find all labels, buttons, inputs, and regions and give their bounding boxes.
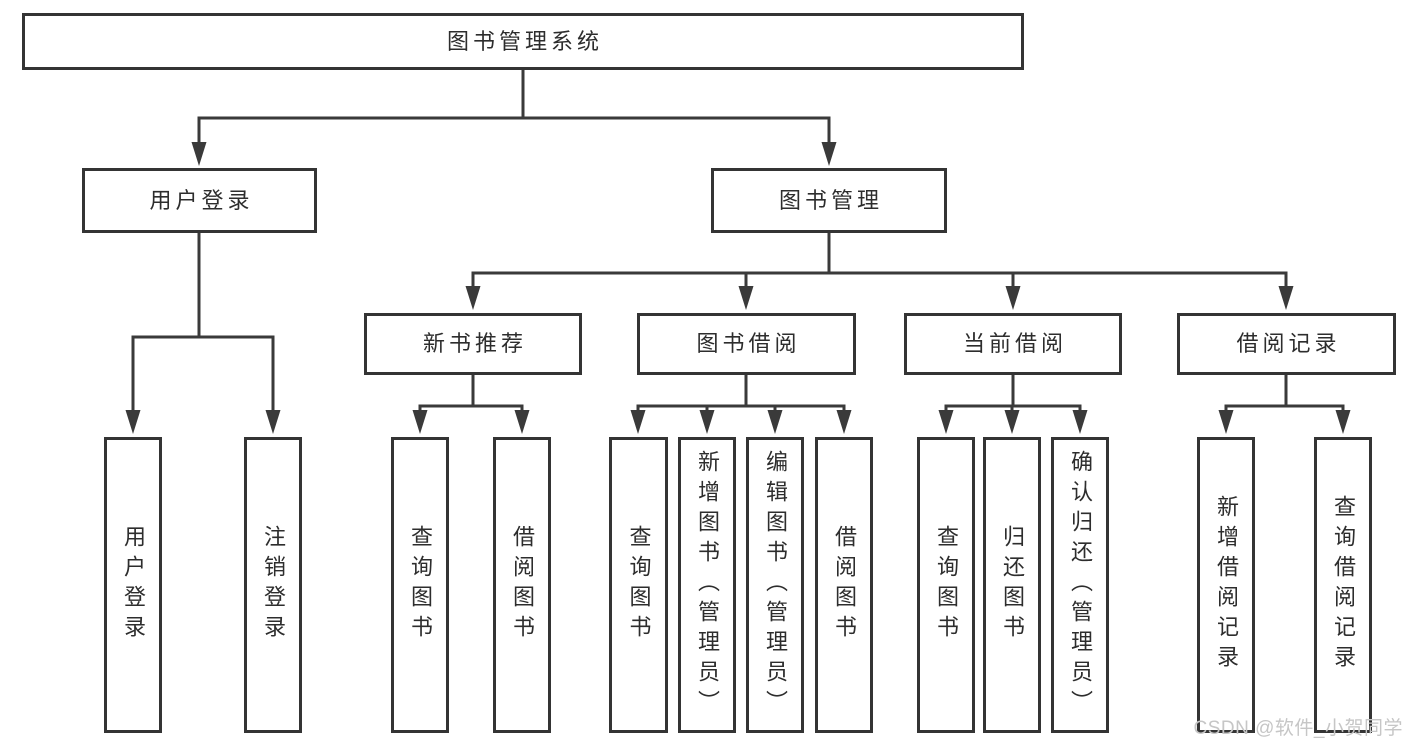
leaf-add-borrow-record-label: 新增借阅记录 [1214, 495, 1239, 675]
node-user-login: 用户登录 [82, 168, 317, 233]
node-book-management-label: 图书管理 [778, 187, 883, 213]
leaf-borrow-books-2-label: 借阅图书 [832, 525, 857, 645]
leaf-edit-books-admin: 编辑图书（管理员） [746, 437, 804, 733]
leaf-return-books: 归还图书 [983, 437, 1041, 733]
node-root: 图书管理系统 [22, 13, 1024, 70]
node-new-book-recommendation-label: 新书推荐 [422, 331, 527, 356]
leaf-borrow-books-2: 借阅图书 [815, 437, 873, 733]
leaf-user-login: 用户登录 [104, 437, 162, 733]
leaf-add-borrow-record: 新增借阅记录 [1197, 437, 1255, 733]
leaf-query-books-2: 查询图书 [609, 437, 668, 733]
leaf-add-books-admin: 新增图书（管理员） [678, 437, 736, 733]
leaf-query-books-1: 查询图书 [391, 437, 449, 733]
node-current-borrowing-label: 当前借阅 [962, 331, 1067, 356]
leaf-borrow-books-1: 借阅图书 [493, 437, 551, 733]
leaf-query-books-3: 查询图书 [917, 437, 975, 733]
node-new-book-recommendation: 新书推荐 [364, 313, 582, 375]
node-borrowing-records-label: 借阅记录 [1236, 331, 1341, 356]
leaf-user-login-label: 用户登录 [121, 525, 146, 645]
leaf-logout: 注销登录 [244, 437, 302, 733]
csdn-watermark: CSDN @软件_小贺同学 [1193, 718, 1403, 739]
leaf-confirm-return-admin-label: 确认归还（管理员） [1068, 450, 1093, 720]
leaf-logout-label: 注销登录 [261, 525, 286, 645]
node-book-management: 图书管理 [711, 168, 947, 233]
leaf-edit-books-admin-label: 编辑图书（管理员） [763, 450, 788, 720]
leaf-query-books-2-label: 查询图书 [626, 525, 652, 645]
leaf-query-books-1-label: 查询图书 [408, 525, 433, 645]
leaf-confirm-return-admin: 确认归还（管理员） [1051, 437, 1109, 733]
leaf-add-books-admin-label: 新增图书（管理员） [695, 450, 720, 720]
leaf-borrow-books-1-label: 借阅图书 [510, 525, 535, 645]
leaf-return-books-label: 归还图书 [1000, 525, 1025, 645]
node-book-borrowing-label: 图书借阅 [696, 331, 801, 356]
node-borrowing-records: 借阅记录 [1177, 313, 1396, 375]
leaf-query-books-3-label: 查询图书 [934, 525, 959, 645]
arrowheads [125, 142, 1351, 434]
leaf-query-borrow-record-label: 查询借阅记录 [1331, 495, 1356, 675]
node-current-borrowing: 当前借阅 [904, 313, 1122, 375]
node-book-borrowing: 图书借阅 [637, 313, 856, 375]
node-root-label: 图书管理系统 [446, 28, 603, 54]
node-user-login-label: 用户登录 [149, 187, 254, 213]
leaf-query-borrow-record: 查询借阅记录 [1314, 437, 1372, 733]
